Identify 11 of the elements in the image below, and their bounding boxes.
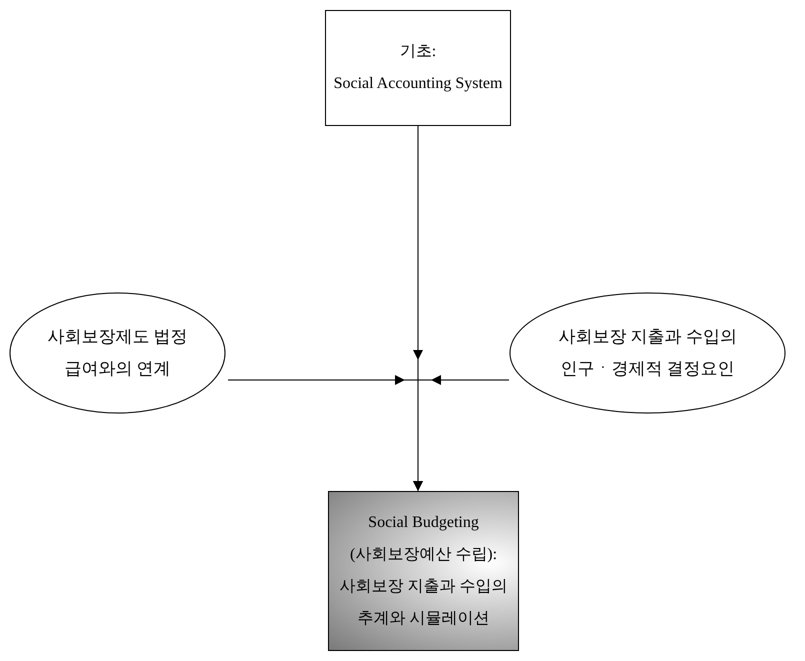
node-text: 사회보장 지출과 수입의 추계와 시뮬레이션 — [338, 577, 508, 629]
node-text: Social Accounting System — [334, 74, 502, 94]
arrow — [413, 375, 510, 492]
process-box — [325, 10, 511, 126]
node-text: 기초: — [400, 42, 436, 62]
ellipse-node — [9, 292, 226, 414]
node-text: 사회보장제도 법정 급여와의 연계 — [46, 326, 189, 380]
node-text: 사회보장 지출과 수입의 인구ㆍ경제적 결정요인 — [557, 326, 738, 380]
node-text: Social Budgeting (사회보장예산 수립): — [348, 513, 498, 565]
result-box — [328, 491, 519, 651]
ellipse-node — [509, 292, 786, 414]
